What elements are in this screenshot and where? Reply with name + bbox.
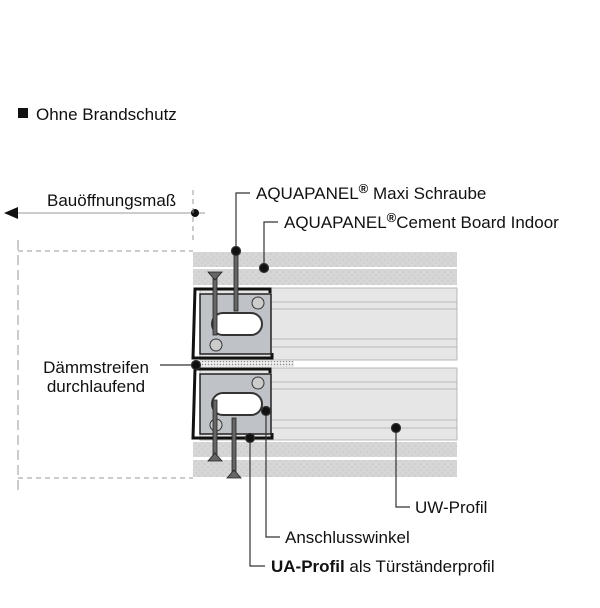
board-label: AQUAPANEL®Cement Board Indoor [284,210,559,232]
opening-dimension [4,190,205,492]
insulation-strip-label-2: durchlaufend [47,377,145,396]
section-heading: Ohne Brandschutz [36,105,177,124]
screw-label: AQUAPANEL® Maxi Schraube [256,181,486,203]
uw-profile-label: UW-Profil [415,498,487,517]
opening-label: Bauöffnungsmaß [47,191,176,210]
ua-profile-label: UA-Profil als Türständerprofil [271,557,495,576]
insulation-strip [198,361,294,367]
leader-lines [160,192,410,567]
arrow-left-icon [4,207,18,219]
cement-boards [193,252,457,477]
ua-profile [191,287,274,440]
square-bullet-icon [18,108,28,118]
insulation-strip-label: Dämmstreifen [43,358,149,377]
connection-angle-label: Anschlusswinkel [285,528,410,547]
